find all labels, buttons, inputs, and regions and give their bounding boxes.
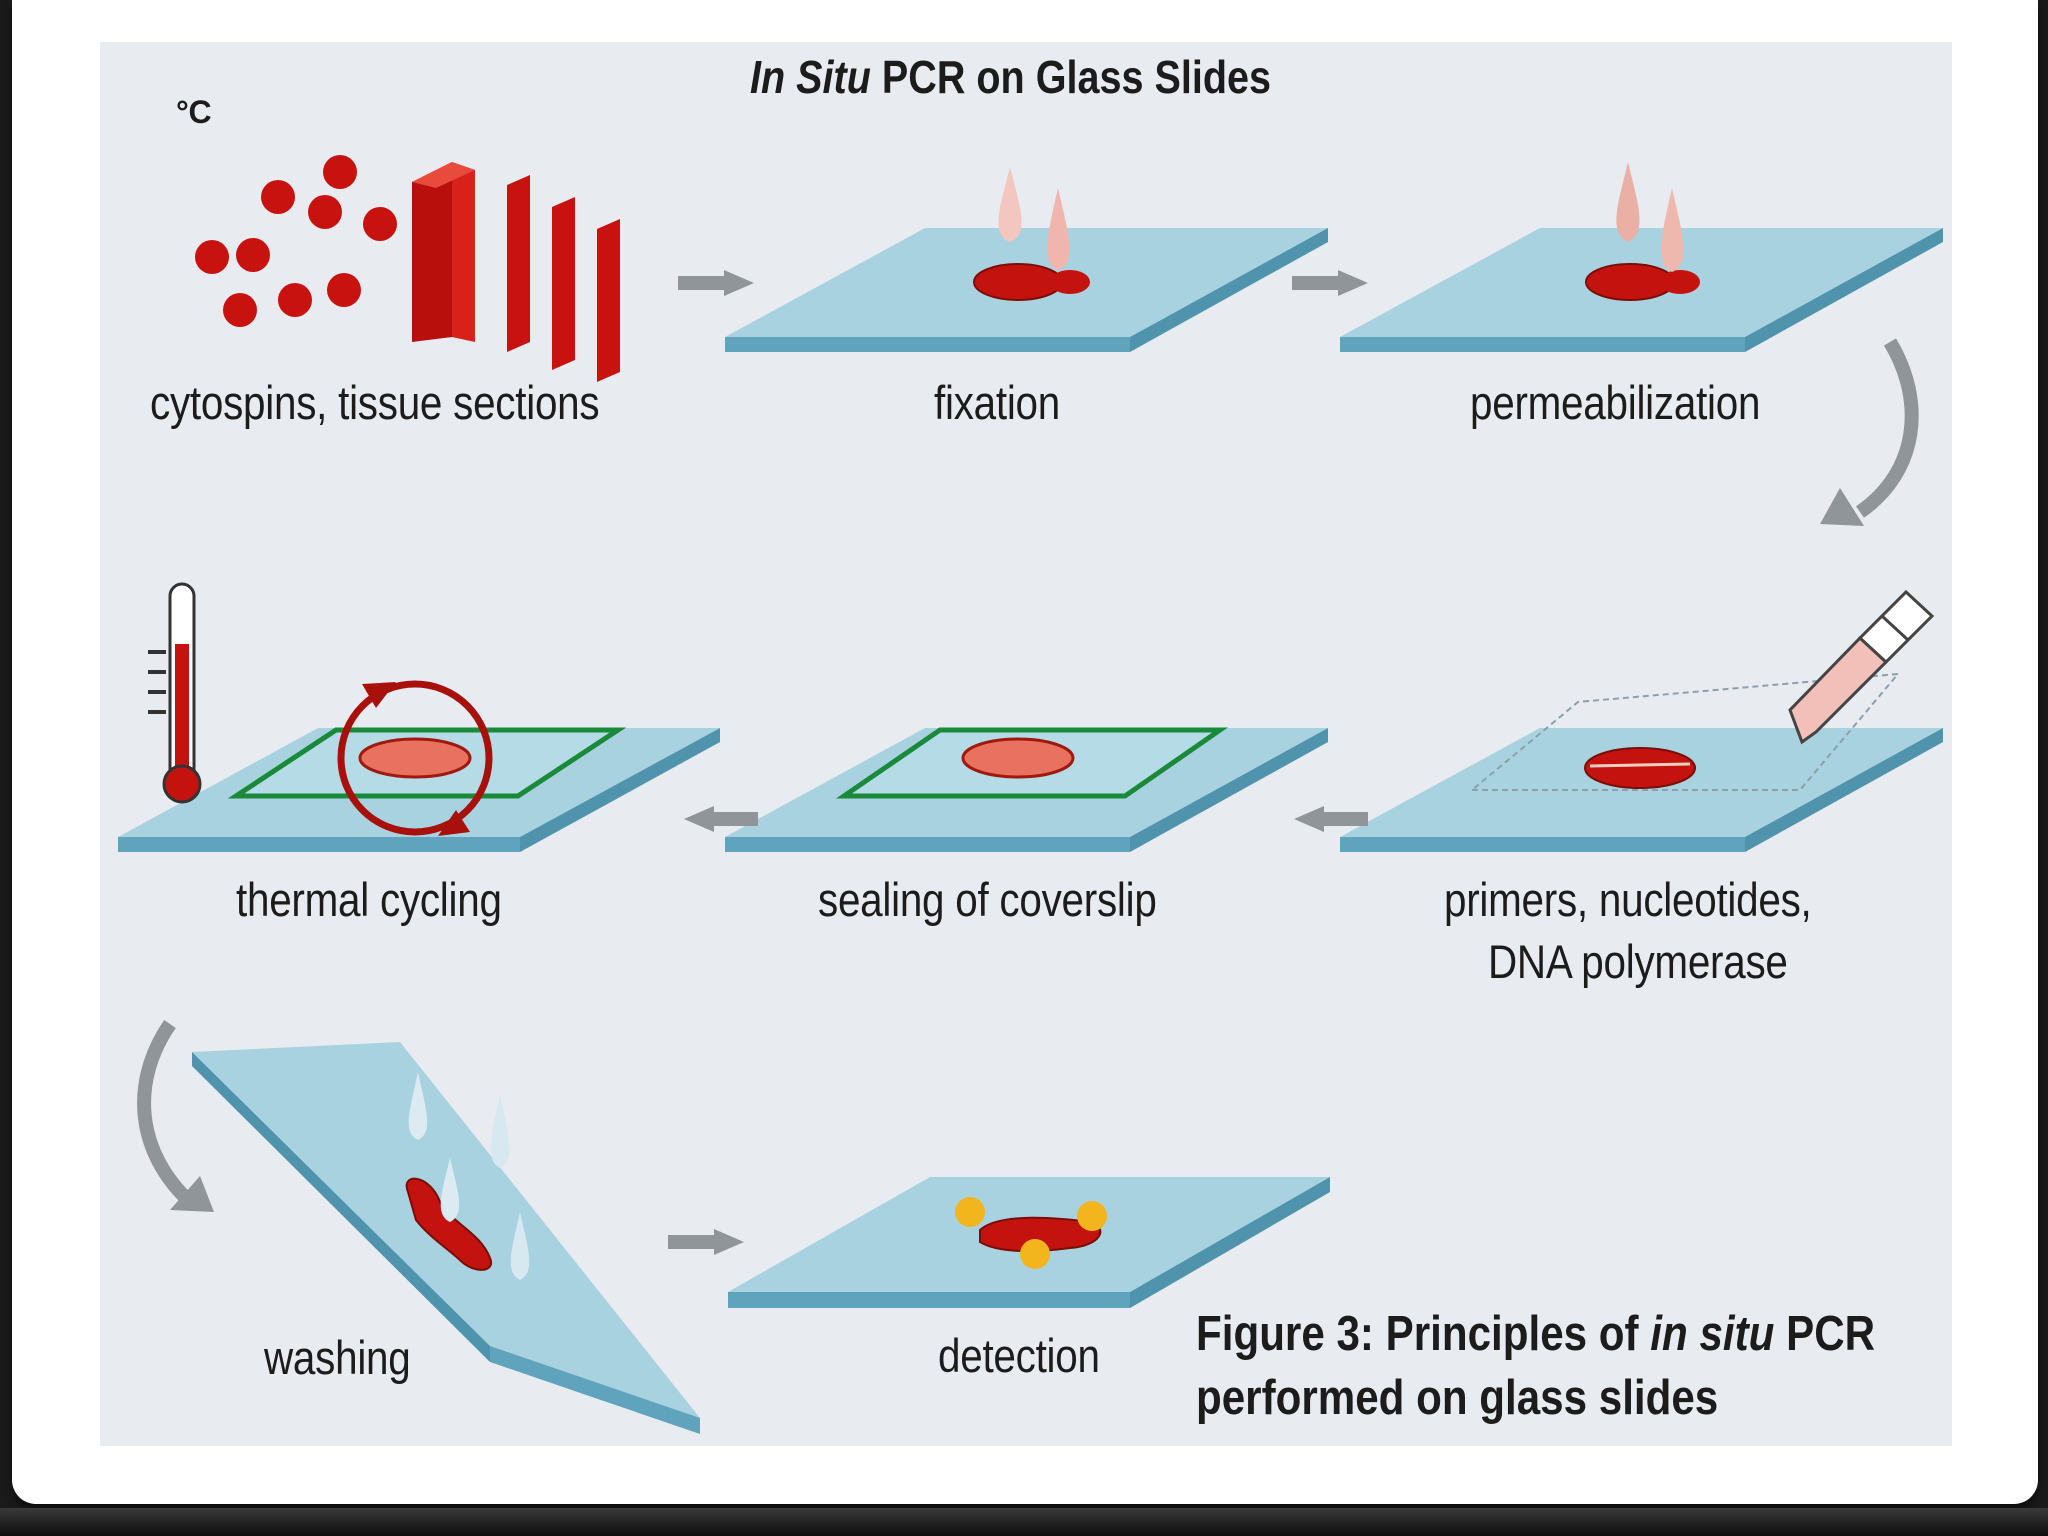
slide-fixation-icon bbox=[725, 167, 1328, 352]
slide-reagents-icon bbox=[1340, 592, 1943, 852]
label-cytospins: cytospins, tissue sections bbox=[150, 375, 599, 430]
caption-line2: performed on glass slides bbox=[1196, 1366, 1875, 1430]
label-reagents-line2: DNA polymerase bbox=[1488, 934, 1788, 989]
bottom-bar bbox=[0, 1508, 2048, 1536]
diagram-canvas bbox=[100, 42, 1952, 1446]
curved-arrow-down-icon bbox=[1820, 342, 1912, 526]
slide-permeabilization-icon bbox=[1340, 162, 1943, 352]
label-detection: detection bbox=[938, 1328, 1100, 1383]
caption-line1: Figure 3: Principles of in situ PCR bbox=[1196, 1302, 1875, 1366]
label-sealing: sealing of coverslip bbox=[818, 872, 1157, 927]
figure-in-situ-pcr: In Situ PCR on Glass Slides cytospins, t… bbox=[100, 42, 1952, 1446]
label-washing: washing bbox=[264, 1330, 410, 1385]
label-fixation: fixation bbox=[934, 375, 1060, 430]
cells-icon bbox=[195, 155, 397, 327]
slide-thermal-cycling-icon bbox=[118, 682, 720, 852]
label-thermal-cycling: thermal cycling bbox=[236, 872, 502, 927]
figure-caption: Figure 3: Principles of in situ PCR perf… bbox=[1196, 1302, 1875, 1430]
thermometer-icon bbox=[148, 584, 200, 802]
label-reagents-line1: primers, nucleotides, bbox=[1444, 872, 1812, 927]
diagram-title: In Situ PCR on Glass Slides bbox=[750, 50, 1271, 104]
arrow-right-icon bbox=[1292, 270, 1368, 296]
tissue-sections-icon bbox=[412, 162, 620, 382]
slide-detection-icon bbox=[728, 1177, 1330, 1308]
arrow-right-icon bbox=[668, 1229, 744, 1255]
presentation-slide: In Situ PCR on Glass Slides cytospins, t… bbox=[12, 0, 2038, 1504]
label-permeabilization: permeabilization bbox=[1470, 375, 1760, 430]
thermometer-unit: °C bbox=[176, 94, 211, 131]
arrow-right-icon bbox=[678, 270, 754, 296]
slide-coverslip-icon bbox=[725, 728, 1328, 852]
